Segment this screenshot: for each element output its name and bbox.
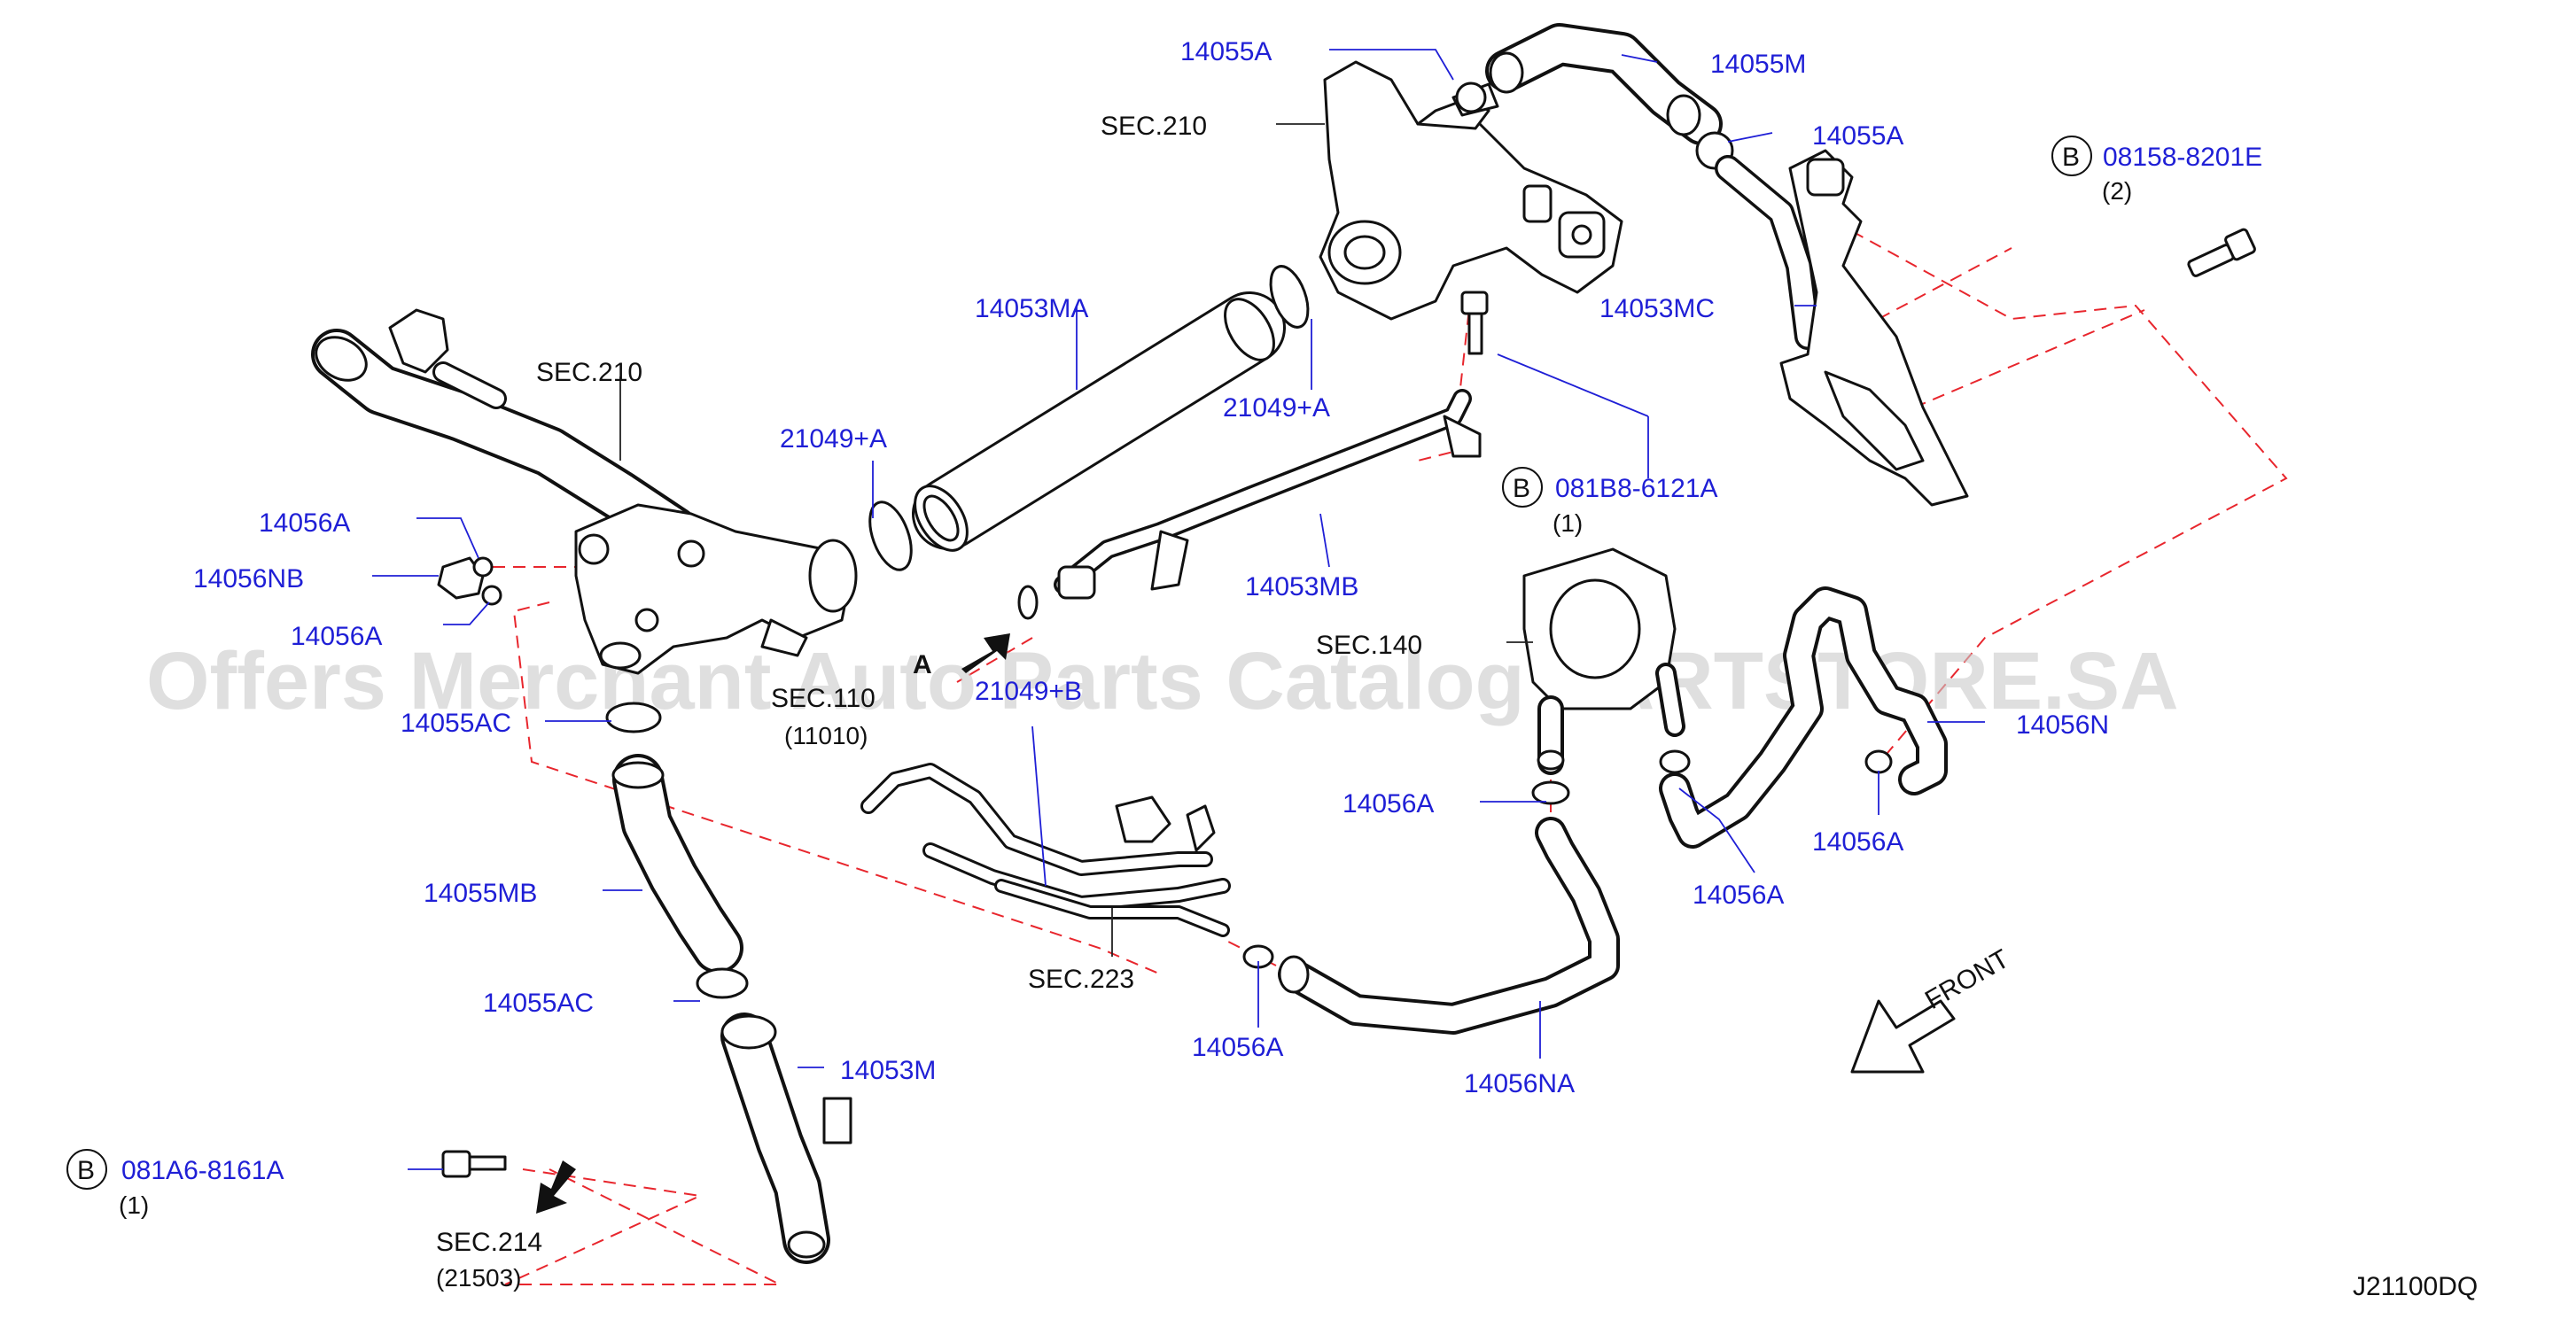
label-14053M[interactable]: 14053M — [840, 1056, 936, 1085]
label-14056A-3[interactable]: 14056A — [1812, 827, 1903, 857]
bolt-part-081A6-8161A[interactable]: 081A6-8161A — [121, 1156, 284, 1185]
label-sec110: SEC.110 — [771, 684, 876, 713]
front-direction-arrow: FRONT — [1850, 944, 2014, 1074]
label-21049B[interactable]: 21049+B — [975, 677, 1082, 706]
label-14055M[interactable]: 14055M — [1710, 50, 1806, 79]
label-14053MC[interactable]: 14053MC — [1599, 294, 1715, 323]
label-sec214: SEC.214 — [436, 1228, 542, 1257]
label-14055AC-2[interactable]: 14055AC — [483, 989, 594, 1018]
label-sec223: SEC.223 — [1028, 965, 1134, 994]
diagram-code: J21100DQ — [2353, 1272, 2478, 1301]
arrow-a-label: A — [913, 650, 932, 679]
label-14056A-5[interactable]: 14056A — [1342, 789, 1434, 819]
pipe-14053M — [720, 1013, 852, 1264]
bolt-qty-2: (1) — [1553, 509, 1583, 537]
label-14056A-6[interactable]: 14056A — [1192, 1033, 1283, 1062]
bolt-circle-b-1: B — [2062, 143, 2080, 172]
bolt-qty-3: (1) — [119, 1191, 149, 1219]
bolt-callout-081A6-8161A[interactable]: B 081A6-8161A (1) — [66, 1149, 284, 1219]
label-14055A-right[interactable]: 14055A — [1812, 121, 1903, 151]
label-14056NA[interactable]: 14056NA — [1464, 1069, 1575, 1098]
hose-14055M — [1451, 23, 1734, 170]
label-14056NB[interactable]: 14056NB — [193, 564, 304, 594]
pipe-14053MB — [1054, 389, 1482, 600]
label-sec214-sub: (21503) — [436, 1264, 522, 1292]
hose-14056N — [1659, 586, 1948, 849]
label-14056A-1[interactable]: 14056A — [259, 508, 350, 538]
bolt-081B8-6121A — [1460, 291, 1489, 355]
hose-14056NA — [1242, 780, 1620, 1035]
bolt-callout-081B8-6121A[interactable]: B 081B8-6121A (1) — [1502, 467, 1718, 537]
bolt-qty-1: (2) — [2102, 177, 2132, 205]
label-sec110-sub: (11010) — [784, 722, 868, 749]
label-21049A-right[interactable]: 21049+A — [1223, 393, 1330, 423]
label-14055A-top[interactable]: 14055A — [1180, 37, 1272, 66]
hose-14055MB — [605, 702, 749, 999]
label-sec210-top: SEC.210 — [1101, 112, 1207, 141]
label-sec140: SEC.140 — [1316, 631, 1422, 660]
sec214-down-arrow — [536, 1160, 576, 1214]
hose-14056NB — [437, 556, 502, 606]
label-14055AC-1[interactable]: 14055AC — [401, 709, 511, 738]
water-inlet-flange-sec140 — [1522, 547, 1685, 775]
bolt-part-08158-8201E[interactable]: 08158-8201E — [2103, 143, 2262, 172]
label-14053MA[interactable]: 14053MA — [975, 294, 1088, 323]
o-ring-21049A-right — [1269, 265, 1310, 329]
leader-lines — [372, 49, 1985, 1170]
bolt-callout-08158-8201E[interactable]: B 08158-8201E (2) — [2051, 136, 2262, 205]
heater-pipe-assembly-sec223 — [860, 763, 1231, 937]
bracket-pipe-14053MC — [1715, 149, 1969, 507]
label-sec210-left: SEC.210 — [536, 358, 642, 387]
label-14056N[interactable]: 14056N — [2016, 710, 2109, 740]
o-ring-21049B — [1017, 585, 1039, 620]
label-14056A-4[interactable]: 14056A — [1693, 881, 1784, 910]
bolt-circle-b-2: B — [1513, 474, 1530, 503]
bolt-081A6-8161A — [441, 1150, 507, 1178]
tube-14053MA — [912, 291, 1286, 552]
assembly-reference-lines — [487, 221, 2288, 1285]
bolt-08158-8201E — [2187, 228, 2256, 277]
front-label: FRONT — [1920, 944, 2014, 1015]
water-outlet-housing — [311, 308, 858, 675]
bolt-circle-b-3: B — [77, 1156, 95, 1185]
bolt-part-081B8-6121A[interactable]: 081B8-6121A — [1555, 474, 1718, 503]
o-ring-21049A-left — [868, 500, 913, 571]
label-21049A-left[interactable]: 21049+A — [780, 424, 887, 454]
label-14053MB[interactable]: 14053MB — [1245, 572, 1358, 601]
watermark-text: Offers Merchant Auto Parts Catalog PARTS… — [146, 636, 2179, 726]
thermostat-housing-top — [1319, 60, 1623, 321]
view-arrow-a: A — [913, 633, 1010, 679]
label-14056A-2[interactable]: 14056A — [291, 622, 382, 651]
label-14055MB[interactable]: 14055MB — [424, 879, 537, 908]
